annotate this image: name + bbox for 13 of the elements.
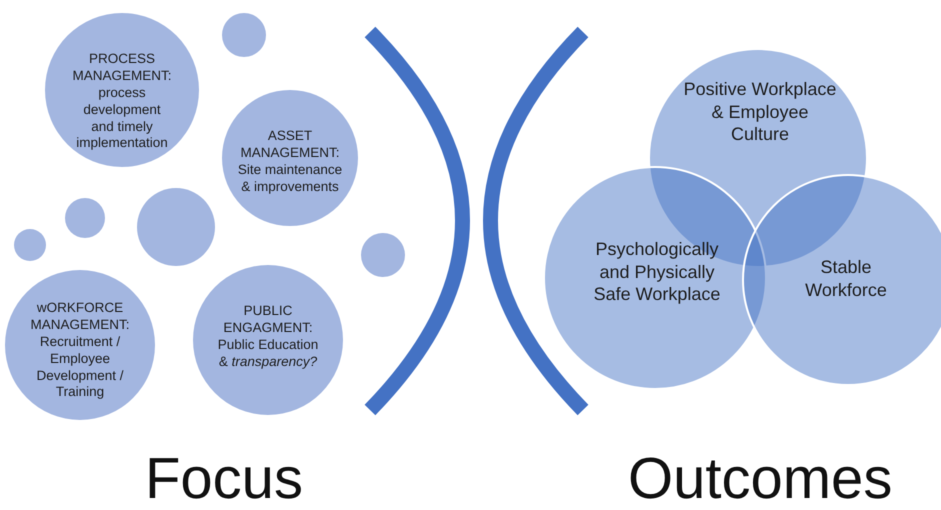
circle-label: Psychologically and Physically Safe Workplace bbox=[592, 238, 722, 306]
circle bbox=[14, 229, 46, 261]
circle-label: wORKFORCE MANAGEMENT: Recruitment / Employee Development / Training bbox=[29, 300, 130, 402]
circle-label: PROCESS MANAGEMENT: process development and timely implementation bbox=[72, 51, 172, 152]
circle-label: Stable Workforce bbox=[804, 256, 888, 301]
circle-label: ASSET MANAGEMENT: Site maintenance & improvements bbox=[236, 128, 344, 196]
circle bbox=[361, 233, 405, 277]
circle bbox=[65, 198, 105, 238]
circle-label: PUBLIC ENGAGMENT: Public Education & transparency? bbox=[216, 303, 320, 370]
section-heading: Outcomes bbox=[628, 450, 892, 508]
circle bbox=[222, 13, 266, 57]
circle-label: Positive Workplace & Employee Culture bbox=[682, 78, 838, 146]
section-heading: Focus bbox=[145, 450, 303, 508]
